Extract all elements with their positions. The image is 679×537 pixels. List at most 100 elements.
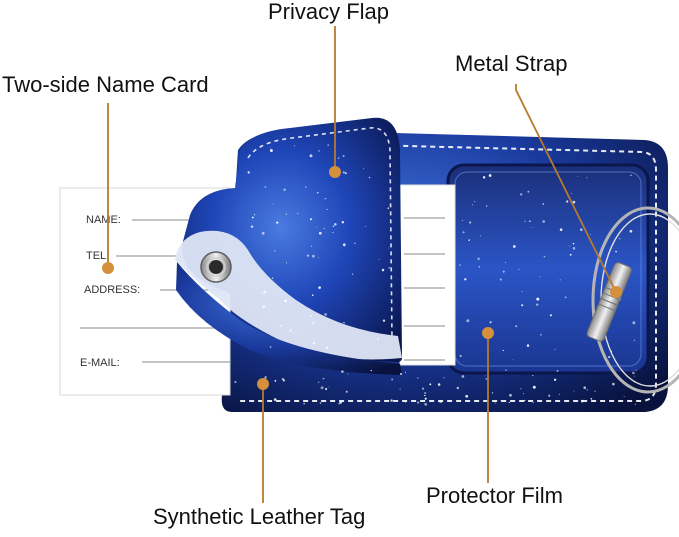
- star: [285, 262, 288, 264]
- star: [269, 147, 271, 149]
- star: [319, 402, 322, 404]
- star: [342, 171, 345, 174]
- star: [630, 174, 632, 177]
- star: [328, 386, 330, 388]
- star: [619, 238, 621, 240]
- star: [535, 303, 539, 306]
- star: [416, 401, 420, 404]
- dot-protector-film: [482, 327, 494, 339]
- star: [590, 397, 593, 400]
- star: [464, 278, 467, 281]
- star: [484, 374, 486, 376]
- star: [256, 324, 258, 326]
- star: [629, 229, 633, 233]
- star: [623, 395, 625, 398]
- star: [303, 403, 305, 405]
- star: [364, 226, 366, 227]
- star: [318, 381, 320, 383]
- callout-privacy-flap: Privacy Flap: [268, 0, 390, 24]
- star: [508, 401, 510, 404]
- star: [285, 213, 288, 215]
- star: [469, 221, 472, 224]
- star: [524, 220, 526, 223]
- star: [391, 378, 394, 381]
- star: [342, 155, 345, 158]
- star: [635, 369, 637, 371]
- card-field-email: E-MAIL:: [80, 357, 120, 369]
- star: [332, 232, 334, 234]
- star: [417, 377, 419, 379]
- star: [324, 387, 328, 391]
- star: [344, 172, 347, 175]
- star: [283, 188, 286, 191]
- star: [462, 231, 465, 234]
- star: [634, 403, 637, 406]
- grommet-icon: [200, 251, 232, 283]
- star: [272, 203, 274, 205]
- star: [264, 290, 267, 294]
- star: [306, 254, 310, 257]
- star: [271, 277, 274, 279]
- star: [564, 296, 567, 299]
- star: [342, 243, 346, 247]
- star: [225, 388, 229, 392]
- star: [325, 346, 328, 349]
- star: [274, 250, 276, 252]
- star: [326, 208, 328, 210]
- star: [294, 145, 296, 147]
- star: [505, 369, 507, 371]
- star: [612, 382, 615, 386]
- star: [573, 390, 575, 392]
- star: [387, 207, 390, 210]
- star: [465, 394, 469, 398]
- star: [543, 255, 546, 258]
- star: [633, 375, 635, 377]
- star: [424, 402, 428, 406]
- star: [354, 242, 356, 244]
- star: [529, 220, 531, 222]
- star: [337, 157, 340, 159]
- star: [388, 267, 390, 269]
- privacy-flap: [175, 117, 402, 375]
- callout-metal-strap: Metal Strap: [455, 51, 568, 76]
- star: [615, 250, 617, 253]
- star: [382, 319, 386, 322]
- star: [553, 378, 557, 381]
- star: [520, 388, 522, 390]
- star: [577, 175, 579, 177]
- star: [590, 233, 591, 235]
- star: [478, 265, 481, 268]
- leader-dots: [102, 166, 622, 390]
- star: [269, 149, 273, 152]
- star: [424, 394, 426, 397]
- star: [377, 338, 379, 340]
- star: [261, 231, 265, 235]
- star: [556, 369, 559, 372]
- star: [488, 174, 492, 177]
- star: [318, 150, 320, 152]
- star: [322, 377, 325, 380]
- star: [320, 386, 324, 390]
- star: [532, 385, 536, 389]
- star: [554, 349, 556, 350]
- leader-lines: [107, 26, 617, 503]
- star: [558, 393, 560, 395]
- star: [347, 373, 349, 375]
- star: [304, 186, 307, 188]
- star: [399, 372, 403, 376]
- star: [381, 268, 385, 272]
- star: [459, 354, 462, 358]
- star: [461, 375, 465, 378]
- star: [279, 324, 282, 327]
- star: [324, 197, 327, 200]
- star: [512, 245, 516, 248]
- star: [532, 375, 534, 377]
- star: [583, 386, 586, 389]
- star: [559, 228, 563, 231]
- star: [500, 399, 502, 402]
- star: [338, 402, 341, 405]
- star: [502, 270, 505, 273]
- star: [264, 186, 267, 188]
